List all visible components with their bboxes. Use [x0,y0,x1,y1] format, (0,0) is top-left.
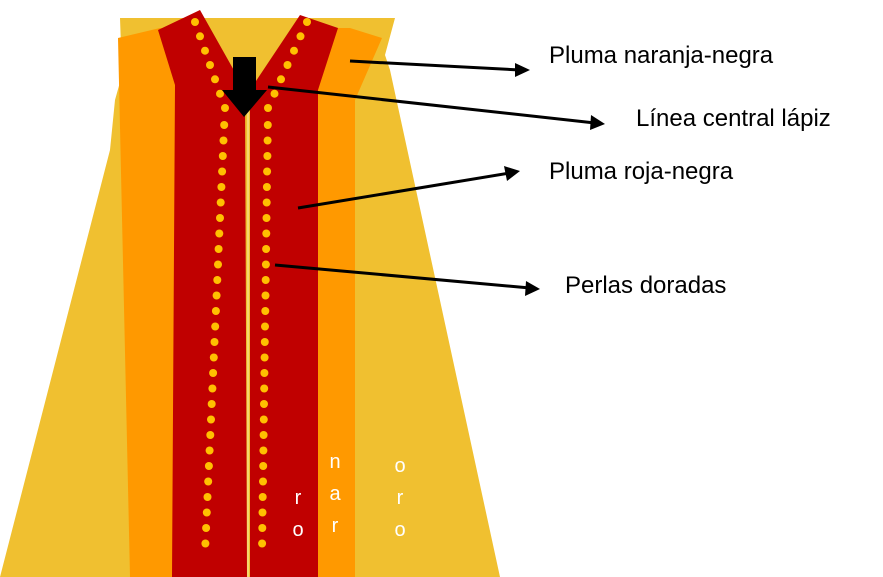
bead-dot [207,416,215,424]
bead-dot [258,540,266,548]
bead-dot [261,354,269,362]
stripe-letter: o [390,514,410,546]
bead-dot [211,75,219,83]
stripe-text-orange: n a r [325,446,345,542]
label-red-black-feather: Pluma roja-negra [549,158,733,186]
bead-dot [262,230,270,238]
bead-dot [271,90,279,98]
bead-dot [201,540,209,548]
bead-dot [262,245,270,253]
bead-dot [260,369,268,377]
stripe-text-gold: o r o [390,450,410,546]
stripe-text-red: r o [288,482,308,538]
bead-dot [203,509,211,517]
bead-dot [262,292,270,300]
bead-dot [220,137,228,145]
bead-dot [208,385,216,393]
stripe-letter: a [325,478,345,510]
bead-dot [303,18,311,26]
stripe-letter: r [325,510,345,542]
bead-dot [260,385,268,393]
bead-dot [262,261,270,269]
bead-dot [206,61,214,69]
bead-dot [259,478,267,486]
bead-dot [211,323,219,331]
bead-dot [264,104,272,112]
bead-dot [220,121,228,129]
bead-dot [260,400,268,408]
stripe-letter: o [288,514,308,538]
bead-dot [212,307,220,315]
bead-dot [221,104,229,112]
bead-dot [204,493,212,501]
bead-dot [263,152,271,160]
bead-dot [215,230,223,238]
bead-dot [261,338,269,346]
bead-dot [205,462,213,470]
bead-dot [277,75,285,83]
bead-dot [217,199,225,207]
bead-dot [290,47,298,55]
stripe-letter: o [390,450,410,482]
bead-dot [263,199,271,207]
bead-dot [263,168,271,176]
bead-dot [263,214,271,222]
bead-dot [259,493,267,501]
bead-dot [211,338,219,346]
bead-dot [259,509,267,517]
bead-dot [206,431,214,439]
bead-dot [264,121,272,129]
bead-dot [213,276,221,284]
bead-dot [213,292,221,300]
bead-dot [196,32,204,40]
bead-dot [216,214,224,222]
bead-dot [204,478,212,486]
bead-dot [261,323,269,331]
bead-dot [215,245,223,253]
bead-dot [260,431,268,439]
bead-dot [217,183,225,191]
bead-dot [202,524,210,532]
bead-dot [284,61,292,69]
label-pencil-center-line: Línea central lápiz [636,105,831,133]
bead-dot [258,524,266,532]
stripe-letter: r [288,482,308,514]
stripe-letter: n [325,446,345,478]
bead-dot [210,354,218,362]
bead-dot [262,276,270,284]
bead-dot [263,183,271,191]
label-orange-black-feather: Pluma naranja-negra [549,42,773,70]
bead-dot [219,152,227,160]
label-golden-beads: Perlas doradas [565,272,726,300]
bead-dot [259,447,267,455]
bead-dot [214,261,222,269]
bead-dot [206,447,214,455]
bead-dot [191,18,199,26]
bead-dot [209,369,217,377]
bead-dot [260,416,268,424]
bead-dot [297,32,305,40]
bead-dot [208,400,216,408]
stripe-letter: r [390,482,410,514]
bead-dot [264,137,272,145]
bead-dot [218,168,226,176]
bead-dot [201,47,209,55]
bead-dot [261,307,269,315]
bead-dot [259,462,267,470]
